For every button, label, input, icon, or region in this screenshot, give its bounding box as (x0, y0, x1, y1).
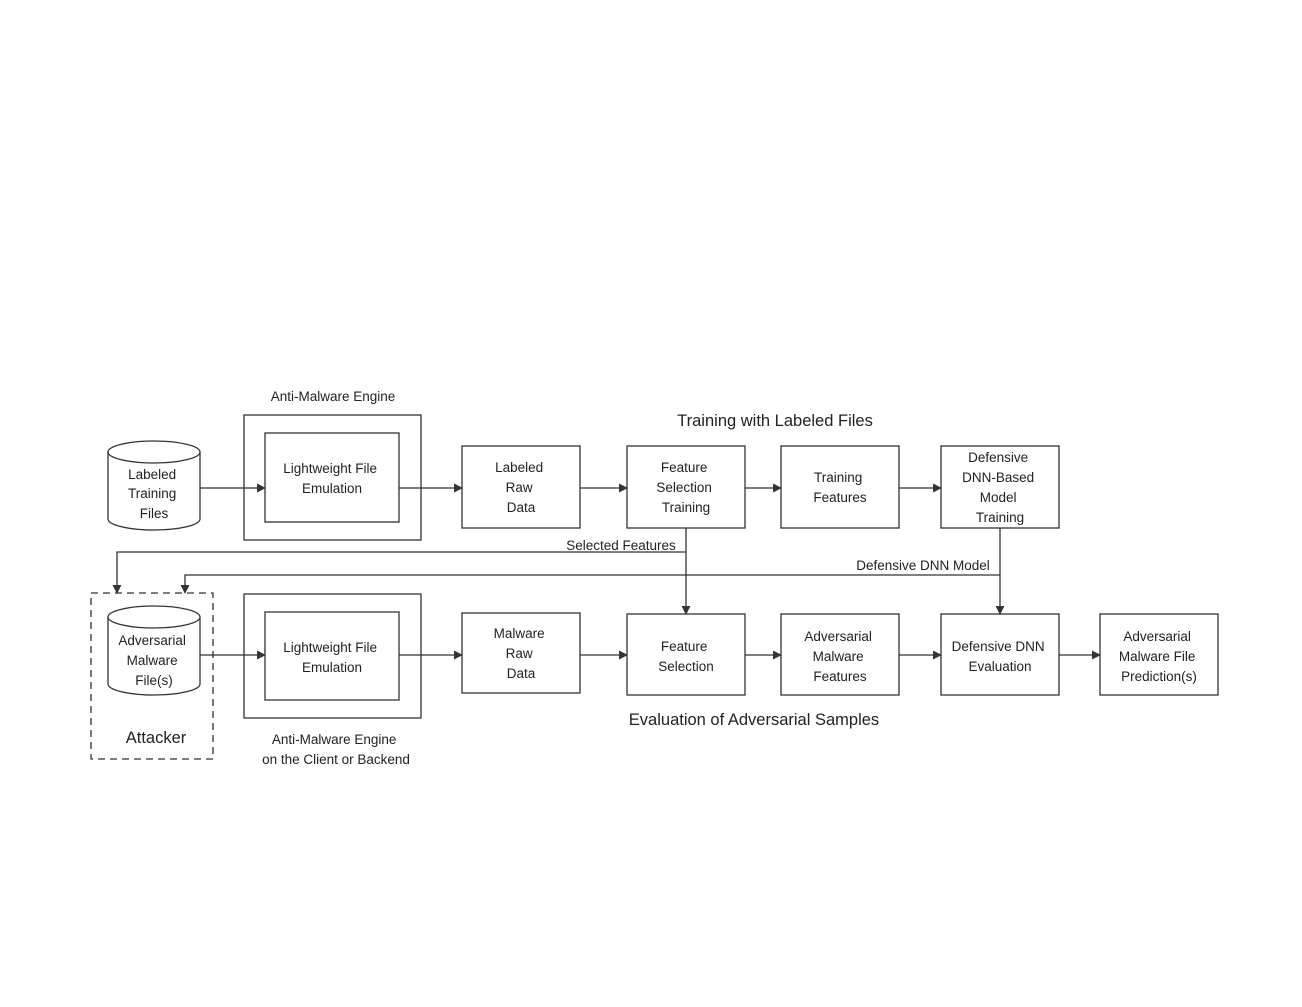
defensive-model-training-box: Defensive DNN-Based Model Training (940, 445, 1060, 529)
svg-text:Malware Raw Data: Malware Raw Data (494, 626, 549, 681)
feature-selection-box: Feature Selection (626, 613, 746, 696)
labeled-raw-data-box: Labeled Raw Data (461, 445, 581, 529)
engine-label-bottom: Anti-Malware Engine on the Client or Bac… (262, 732, 410, 767)
adversarial-features-box: Adversarial Malware Features (780, 613, 900, 696)
svg-text:Adversarial Malware: Adversarial Malware File(s) (118, 633, 189, 688)
engine-label-top: Anti-Malware Engine (271, 389, 396, 404)
defensive-evaluation-box: Defensive DNN Evaluation (940, 613, 1060, 696)
emulation-box-top: Lightweight File Emulation (264, 432, 400, 523)
svg-text:Adversarial Malware File: Adversarial Malware File Prediction(s) (1119, 629, 1199, 684)
predictions-box: Adversarial Malware File Prediction(s) (1099, 613, 1219, 696)
svg-text:Labeled Training F: Labeled Training Files (128, 467, 180, 521)
selected-features-label: Selected Features (566, 538, 676, 553)
svg-text:Lightweight File Emulati: Lightweight File Emulation (283, 640, 381, 675)
svg-text:Defensive DNN-Based: Defensive DNN-Based Model Training (962, 450, 1038, 525)
adversarial-files-cylinder: Adversarial Malware File(s) (107, 605, 201, 696)
svg-text:Training Features: Training Features (813, 470, 867, 505)
svg-text:Lightweight File Emulati: Lightweight File Emulation (283, 461, 381, 496)
feature-selection-training-box: Feature Selection Training (626, 445, 746, 529)
svg-text:Feature Selection: Feature Selection Training (656, 460, 715, 515)
training-features-box: Training Features (780, 445, 900, 529)
svg-text:Labeled Raw Data: Labeled Raw Data (495, 460, 547, 515)
emulation-box-bottom: Lightweight File Emulation (264, 611, 400, 701)
evaluation-title: Evaluation of Adversarial Samples (629, 711, 879, 729)
defensive-model-label: Defensive DNN Model (856, 558, 990, 573)
malware-raw-data-box: Malware Raw Data (461, 612, 581, 694)
svg-text:Defensive DNN Evaluation: Defensive DNN Evaluation (952, 639, 1049, 674)
svg-text:Feature Selection: Feature Selection (658, 639, 714, 674)
arrow-selected-features-to-attacker (112, 551, 686, 594)
attacker-label: Attacker (126, 729, 187, 747)
arrow-defensive-model-to-attacker (180, 574, 1000, 594)
svg-text:Adversarial Malware: Adversarial Malware Features (804, 629, 875, 684)
attacker-box (90, 592, 214, 760)
training-title: Training with Labeled Files (677, 412, 873, 430)
labeled-training-files-cylinder: Labeled Training Files (107, 440, 201, 531)
